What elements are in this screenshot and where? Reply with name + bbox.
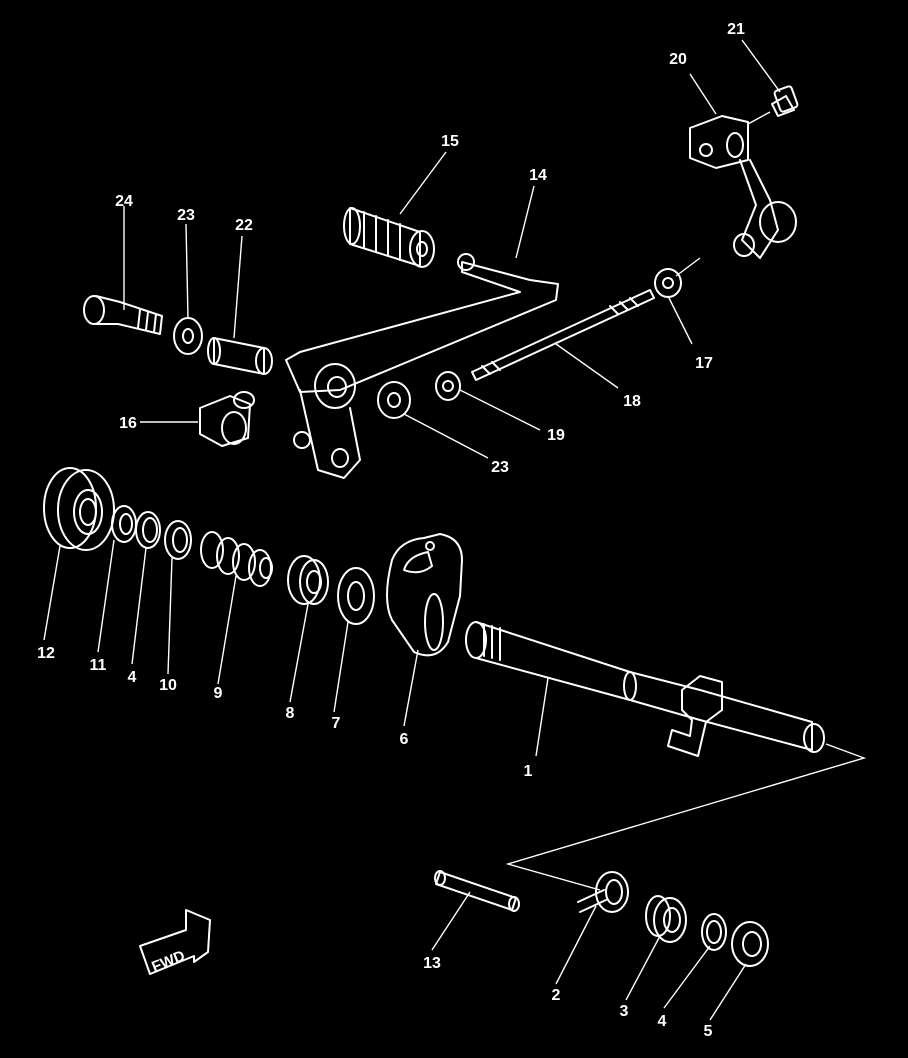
part-13-pin xyxy=(434,870,520,912)
part-label-18: 18 xyxy=(623,393,641,410)
part-label-20: 20 xyxy=(669,51,687,68)
part-24-bolt xyxy=(83,295,163,335)
part-4-circlip-lower xyxy=(701,913,727,951)
part-label-8: 8 xyxy=(286,705,295,722)
part-5-washer xyxy=(731,921,769,967)
leader-lines xyxy=(43,39,781,1021)
part-label-13: 13 xyxy=(423,955,441,972)
part-label-5: 5 xyxy=(704,1023,713,1040)
part-8-collar xyxy=(287,555,329,605)
part-19-nut xyxy=(435,371,461,401)
part-label-17: 17 xyxy=(695,355,713,372)
part-label-14: 14 xyxy=(529,167,547,184)
part-label-7: 7 xyxy=(332,715,341,732)
part-label-4-lower: 4 xyxy=(658,1013,667,1030)
part-11-oil-seal xyxy=(111,505,137,543)
part-label-24: 24 xyxy=(115,193,133,210)
part-17-nut xyxy=(654,268,682,298)
part-4-circlip xyxy=(135,511,161,549)
part-21-bolt xyxy=(771,85,799,117)
part-label-16: 16 xyxy=(119,415,137,432)
part-drawings: FWD xyxy=(43,85,867,976)
part-label-15: 15 xyxy=(441,133,459,150)
part-label-4-upper: 4 xyxy=(128,669,137,686)
part-23-washer-left xyxy=(173,317,203,355)
part-label-1: 1 xyxy=(524,763,533,780)
part-18-shift-rod xyxy=(471,289,655,381)
part-label-23-left: 23 xyxy=(177,207,195,224)
part-labels: 1 2 3 4 4 5 6 7 8 9 10 11 12 13 14 15 16… xyxy=(37,21,745,1040)
part-label-23-right: 23 xyxy=(491,459,509,476)
part-label-21: 21 xyxy=(727,21,745,38)
part-label-2: 2 xyxy=(552,987,561,1004)
detail-callout-lines xyxy=(505,111,867,891)
part-7-washer xyxy=(337,567,375,625)
fwd-label: FWD xyxy=(149,947,187,976)
part-label-11: 11 xyxy=(90,657,107,674)
part-label-22: 22 xyxy=(235,217,253,234)
part-15-pedal-rubber xyxy=(343,207,435,268)
part-22-collar xyxy=(207,337,273,375)
fwd-arrow-icon: FWD xyxy=(139,909,211,976)
part-2-spring-clip xyxy=(577,871,629,913)
part-3-collar xyxy=(645,895,687,943)
part-23-washer-right xyxy=(377,381,411,419)
part-label-19: 19 xyxy=(547,427,565,444)
part-label-9: 9 xyxy=(214,685,223,702)
part-16-bushing xyxy=(199,391,255,447)
part-label-6: 6 xyxy=(400,731,409,748)
part-label-12: 12 xyxy=(37,645,55,662)
part-9-spring xyxy=(200,531,273,587)
part-14-shift-pedal xyxy=(285,253,559,479)
part-1-shift-shaft xyxy=(465,621,825,757)
part-label-3: 3 xyxy=(620,1003,629,1020)
part-10-washer xyxy=(164,520,192,560)
part-12-bearing xyxy=(43,467,115,551)
part-label-10: 10 xyxy=(159,677,177,694)
part-20-rod-end xyxy=(689,115,797,259)
part-6-plate xyxy=(386,533,463,657)
